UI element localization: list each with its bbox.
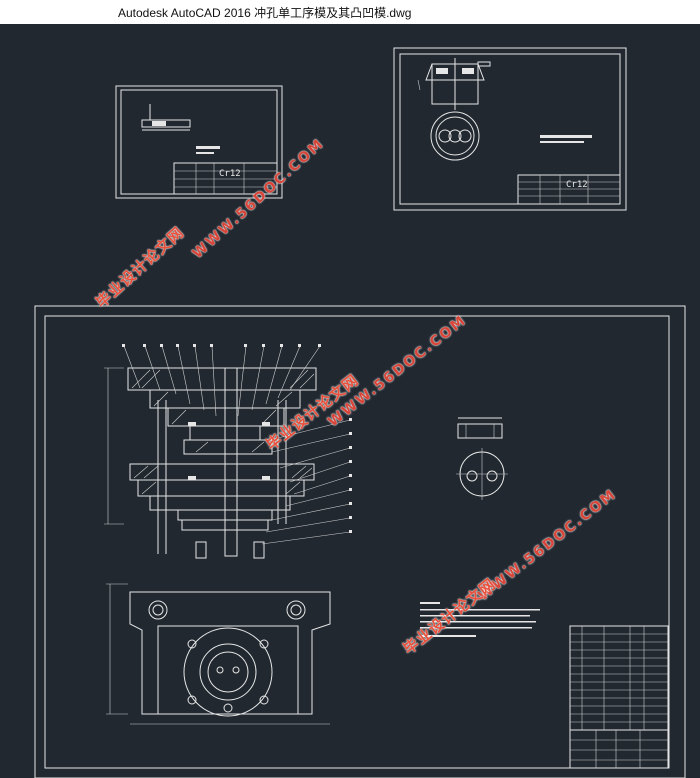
title-bar: Autodesk AutoCAD 2016 冲孔单工序模及其凸凹模.dwg xyxy=(0,0,700,24)
technical-notes xyxy=(420,602,540,637)
drawing-canvas[interactable]: Cr12 xyxy=(0,24,700,778)
sheet-1[interactable]: Cr12 xyxy=(115,85,283,199)
sheet-2-material-code: Cr12 xyxy=(566,180,588,190)
window-title: Autodesk AutoCAD 2016 冲孔单工序模及其凸凹模.dwg xyxy=(118,6,412,20)
die-plan-view xyxy=(106,583,331,725)
sheet-2[interactable]: Cr12 xyxy=(393,47,627,211)
assembly-sheet[interactable] xyxy=(34,305,686,778)
sheet-2-title-block: Cr12 xyxy=(517,174,621,205)
sheet-1-title-block: Cr12 xyxy=(173,162,278,195)
cad-drawing: Cr12 xyxy=(34,47,686,778)
assembly-title-block xyxy=(569,625,669,769)
part-views xyxy=(456,417,508,500)
die-section-view xyxy=(104,344,352,559)
sheet-1-material-code: Cr12 xyxy=(219,169,241,179)
